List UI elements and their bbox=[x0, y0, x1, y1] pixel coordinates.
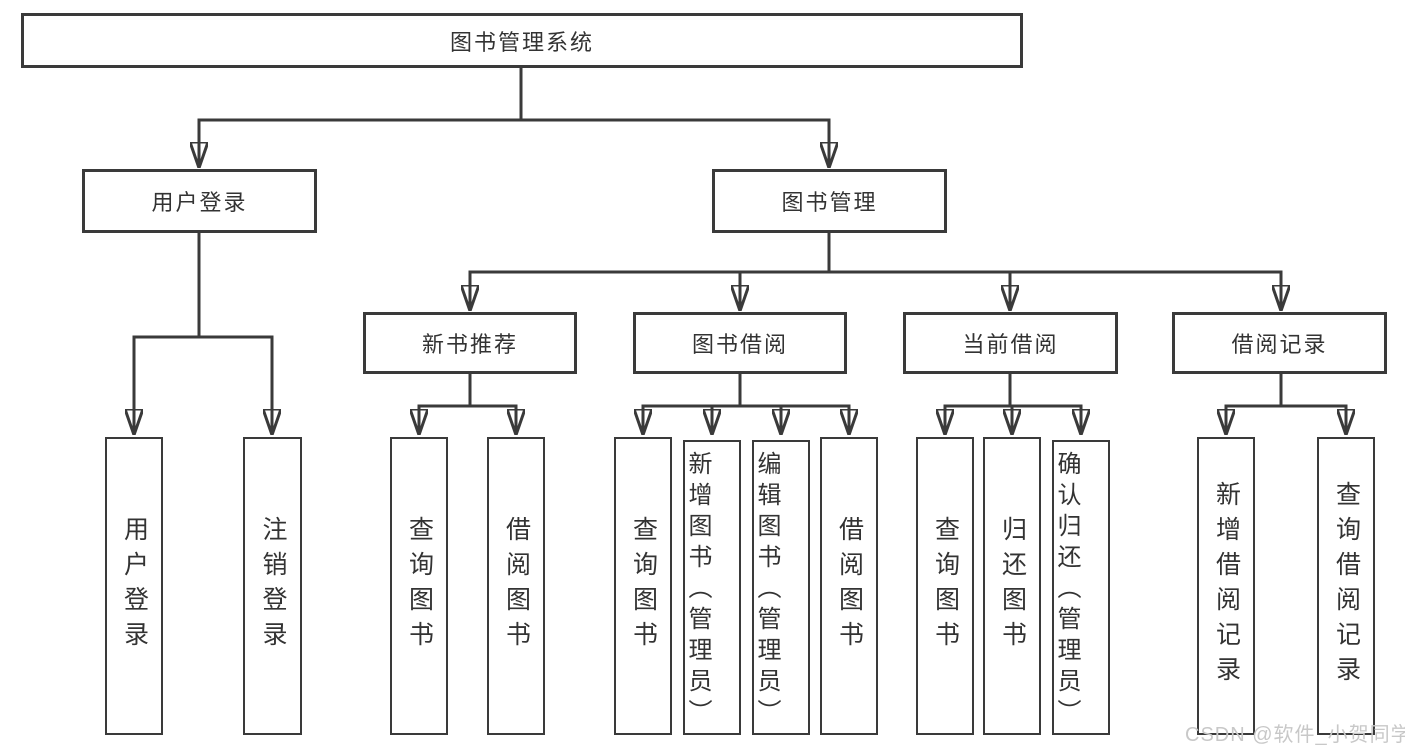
node-new-book-recommend-label: 新书推荐 bbox=[421, 332, 518, 357]
node-user-login-label: 用户登录 bbox=[151, 190, 248, 215]
node-current-borrowing: 当前借阅 bbox=[903, 312, 1118, 374]
leaf-borrow-books-2-label: 借阅图书 bbox=[835, 516, 864, 656]
leaf-confirm-return-admin: 确认归还（管理员） bbox=[1052, 440, 1110, 735]
leaf-borrow-books-1-label: 借阅图书 bbox=[502, 516, 531, 656]
connector-borrow-record-child-1 bbox=[1226, 374, 1283, 433]
leaf-query-books-3: 查询图书 bbox=[916, 437, 974, 735]
connector-root-to-user-login bbox=[199, 68, 523, 166]
connector-current-borrow-child-2 bbox=[1010, 404, 1012, 433]
connector-current-borrow-child-3 bbox=[1010, 404, 1081, 433]
leaf-borrow-books-1: 借阅图书 bbox=[487, 437, 545, 735]
leaf-query-borrow-record: 查询借阅记录 bbox=[1317, 437, 1375, 735]
leaf-query-borrow-record-label: 查询借阅记录 bbox=[1332, 481, 1361, 691]
leaf-user-login: 用户登录 bbox=[105, 437, 163, 735]
connector-book-borrow-child-1 bbox=[643, 374, 742, 433]
connector-book-borrow-child-2 bbox=[712, 404, 740, 433]
connector-book-mgmt-to-book-borrow bbox=[740, 270, 829, 309]
leaf-add-borrow-record-label: 新增借阅记录 bbox=[1212, 481, 1241, 691]
node-library-system-label: 图书管理系统 bbox=[449, 29, 594, 55]
leaf-edit-books-admin: 编辑图书（管理员） bbox=[752, 440, 810, 735]
leaf-query-books-2: 查询图书 bbox=[614, 437, 672, 735]
connector-borrow-record-child-2 bbox=[1281, 404, 1346, 433]
leaf-borrow-books-2: 借阅图书 bbox=[820, 437, 878, 735]
leaf-query-books-3-label: 查询图书 bbox=[931, 516, 960, 656]
leaf-confirm-return-admin-label: 确认归还（管理员） bbox=[1053, 451, 1080, 730]
node-book-borrowing: 图书借阅 bbox=[633, 312, 847, 374]
connector-current-borrow-child-1 bbox=[945, 374, 1012, 433]
connector-root-to-book-mgmt bbox=[521, 118, 829, 166]
connector-user-login-child-2 bbox=[199, 335, 272, 433]
leaf-add-borrow-record: 新增借阅记录 bbox=[1197, 437, 1255, 735]
leaf-query-books-1-label: 查询图书 bbox=[405, 516, 434, 656]
connector-new-book-child-1 bbox=[419, 374, 472, 433]
leaf-logout-label: 注销登录 bbox=[259, 516, 287, 656]
connector-user-login-child-1 bbox=[134, 233, 201, 433]
leaf-user-login-label: 用户登录 bbox=[120, 516, 149, 656]
node-book-borrowing-label: 图书借阅 bbox=[691, 332, 788, 357]
connector-book-mgmt-to-borrow-record bbox=[829, 270, 1281, 309]
leaf-query-books-2-label: 查询图书 bbox=[629, 516, 658, 656]
leaf-logout: 注销登录 bbox=[243, 437, 302, 735]
connector-book-mgmt-to-current-borrow bbox=[829, 270, 1010, 309]
connector-book-mgmt-to-new-book bbox=[470, 233, 831, 309]
leaf-return-books: 归还图书 bbox=[983, 437, 1041, 735]
connector-book-borrow-child-4 bbox=[740, 404, 849, 433]
node-library-system: 图书管理系统 bbox=[21, 13, 1023, 68]
leaf-edit-books-admin-label: 编辑图书（管理员） bbox=[753, 451, 780, 730]
node-borrowing-records: 借阅记录 bbox=[1172, 312, 1387, 374]
node-user-login: 用户登录 bbox=[82, 169, 317, 233]
leaf-add-books-admin: 新增图书（管理员） bbox=[683, 440, 741, 735]
node-book-management-label: 图书管理 bbox=[781, 190, 878, 215]
leaf-query-books-1: 查询图书 bbox=[390, 437, 448, 735]
node-borrowing-records-label: 借阅记录 bbox=[1231, 332, 1328, 357]
csdn-watermark: CSDN @软件_小贺同学 bbox=[1185, 724, 1405, 746]
connector-new-book-child-2 bbox=[470, 404, 516, 433]
node-book-management: 图书管理 bbox=[712, 169, 947, 233]
leaf-return-books-label: 归还图书 bbox=[998, 516, 1027, 656]
node-new-book-recommend: 新书推荐 bbox=[363, 312, 577, 374]
node-current-borrowing-label: 当前借阅 bbox=[962, 332, 1059, 357]
leaf-add-books-admin-label: 新增图书（管理员） bbox=[684, 451, 711, 730]
connector-book-borrow-child-3 bbox=[740, 404, 781, 433]
